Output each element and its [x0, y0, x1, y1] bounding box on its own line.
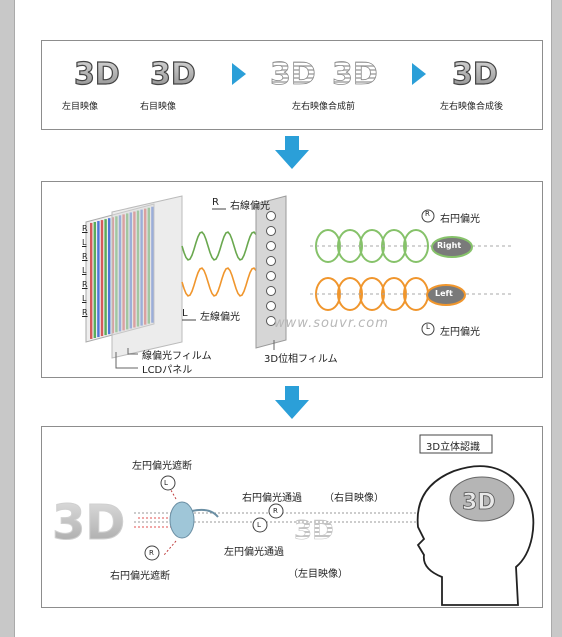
arrow-right-icon — [232, 63, 246, 85]
lcd-subpixel-column — [93, 221, 96, 338]
title-3d-recognition: 3D立体認識 — [426, 442, 481, 453]
wave-right-linear — [181, 231, 257, 261]
label-lcd-panel: LCDパネル — [142, 365, 193, 376]
circular-ring — [403, 229, 429, 263]
row-letter: L — [82, 238, 87, 247]
logo-3d-right: 3D — [150, 57, 196, 92]
l-symbol: L — [426, 323, 430, 331]
l-linear-prefix: L — [182, 308, 188, 319]
logo-3d-striped-1: 3D — [270, 57, 316, 92]
row-letter: L — [82, 294, 87, 303]
logo-right-eye: 3D — [149, 56, 196, 92]
linear-polarizer-film — [111, 195, 183, 359]
r-linear-prefix: R — [212, 197, 219, 208]
panel1-graphic: 3D 3D 3D 3D 3D — [73, 56, 498, 93]
row-letter: R — [82, 224, 88, 233]
lcd-subpixel-column — [100, 220, 104, 337]
glasses-frame — [191, 508, 219, 518]
label-left-eye-image: （左目映像） — [288, 569, 348, 580]
phase-film-symbol — [266, 286, 276, 296]
label-left-circular-block: 左円偏光遮断 — [132, 461, 192, 472]
logo-3d-large: 3D — [52, 495, 125, 551]
row-letter: R — [82, 308, 88, 317]
label-right-eye-image: （右目映像） — [324, 493, 384, 504]
right-badge — [431, 236, 473, 258]
logo-3d-striped: 3D — [294, 516, 334, 546]
l-circular-icon — [252, 517, 268, 533]
label-right-circular-block: 右円偏光遮断 — [110, 571, 170, 582]
logo-after-synthesis: 3D — [451, 56, 498, 92]
circular-ring — [337, 277, 363, 311]
phase-film-symbol — [266, 256, 276, 266]
panel3-graphic: 3D 3D 3D — [52, 434, 535, 606]
label-after-synthesis: 左右映像合成後 — [440, 102, 504, 112]
l-circular-icon — [421, 322, 435, 336]
r-circular-icon — [421, 209, 435, 223]
phase-film-symbol — [266, 211, 276, 221]
label-right-circular-pass: 右円偏光通過 — [242, 493, 302, 504]
r-symbol: R — [273, 507, 278, 515]
row-letter: L — [82, 266, 87, 275]
glasses-lens — [169, 501, 195, 539]
l-circular-icon — [160, 475, 176, 491]
phase-film-symbol — [266, 241, 276, 251]
r-circular-icon — [144, 545, 160, 561]
panel2-graphic — [85, 195, 512, 369]
r-circular-icon — [268, 503, 284, 519]
label-linear-film: 線偏光フィルム — [142, 351, 212, 362]
circular-ring — [337, 229, 363, 263]
row-letter: R — [82, 252, 88, 261]
arrow-down-icon — [275, 386, 309, 419]
row-letter: R — [82, 280, 88, 289]
label-left-eye: 左目映像 — [62, 102, 99, 112]
wave-left-linear — [181, 267, 257, 297]
phase-film-symbol — [266, 226, 276, 236]
left-badge-text: Left — [435, 289, 453, 298]
watermark: www.souvr.com — [274, 316, 389, 331]
label-left-circular-pass: 左円偏光通過 — [224, 547, 284, 558]
lcd-subpixel-column — [108, 218, 111, 335]
lcd-subpixel-column — [90, 222, 93, 339]
lcd-subpixel-column — [104, 219, 107, 336]
r-symbol: R — [425, 210, 430, 218]
r-symbol: R — [149, 549, 154, 557]
left-badge — [426, 284, 466, 306]
brain — [449, 476, 515, 522]
logo-3d-brain: 3D — [462, 490, 496, 515]
label-left-circular: 左円偏光 — [440, 327, 480, 338]
logo-before-synthesis: 3D 3D — [270, 57, 379, 93]
label-left-linear: 左線偏光 — [200, 312, 240, 323]
phase-film-symbol — [266, 301, 276, 311]
title-box — [419, 434, 493, 454]
panel-3d-recognition: 3D 3D 3D 3D立体認識 — [41, 426, 543, 608]
logo-3d-striped-2: 3D — [332, 57, 378, 92]
label-before-synthesis: 左右映像合成前 — [292, 102, 356, 112]
label-right-linear: 右線偏光 — [230, 201, 270, 212]
label-right-circular: 右円偏光 — [440, 214, 480, 225]
l-symbol: L — [164, 479, 168, 487]
logo-left-eye: 3D — [73, 56, 120, 92]
arrow-right-icon — [412, 63, 426, 85]
phase-film-symbol — [266, 271, 276, 281]
arrow-down-icon — [275, 136, 309, 169]
label-right-eye: 右目映像 — [140, 102, 177, 112]
logo-3d-merged: 3D — [452, 57, 498, 92]
right-badge-text: Right — [437, 241, 462, 250]
phase-film-symbol — [266, 316, 276, 326]
page: 3D 3D 3D 3D 3D 左目映像 右目映像 左右映像合成前 左右映像合成後 — [14, 0, 552, 637]
panel-image-synthesis: 3D 3D 3D 3D 3D 左目映像 右目映像 左右映像合成前 左右映像合成後 — [41, 40, 543, 130]
lcd-subpixel-column — [97, 221, 100, 338]
label-phase-film: 3D位相フィルム — [264, 354, 338, 365]
l-symbol: L — [257, 521, 261, 529]
logo-3d-left: 3D — [74, 57, 120, 92]
